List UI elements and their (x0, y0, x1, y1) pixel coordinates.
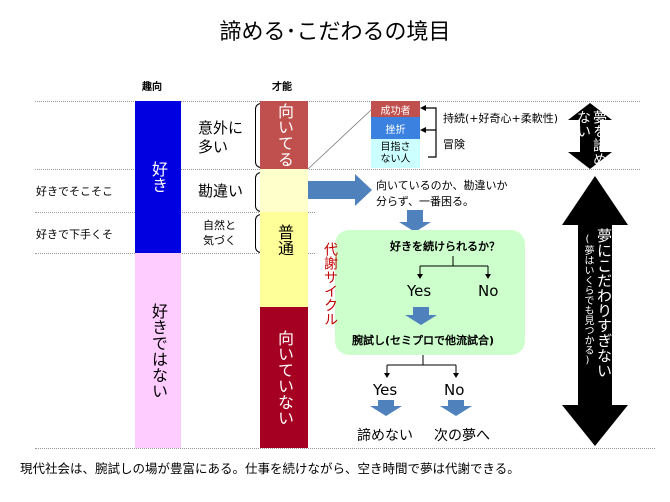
result-no: 次の夢へ (434, 428, 490, 444)
cycle-label: 代謝サイクル (322, 242, 338, 326)
dont-cling-label: 夢にこだわりすぎない (595, 228, 613, 378)
right-arrow-icon (308, 174, 372, 206)
brace (255, 172, 262, 212)
question: 好きを続けられるか？ (390, 240, 500, 253)
down-arrow-icon (405, 307, 437, 325)
dont-give-up-label: 夢を諦めない (575, 110, 607, 166)
yes-1: Yes (407, 282, 432, 300)
note-mistake: 勘違い (198, 182, 244, 200)
result-yes: 諦めない (357, 428, 413, 444)
bar-like: 好き (135, 101, 181, 253)
divider (35, 169, 640, 170)
double-arrow-icon (562, 176, 628, 446)
label-bad: 好きで下手くそ (36, 228, 113, 241)
bar-mistake (260, 169, 308, 212)
cycle-box (335, 230, 525, 355)
box-no-aim: 目指さない人 (371, 139, 420, 168)
divider (35, 101, 640, 102)
confused-text: 向いているのか、勘違いか分らず、一番困る。 (376, 179, 508, 208)
divider (35, 448, 655, 449)
trial: 腕試し(セミプロで他流試合) (352, 334, 495, 347)
brace (255, 103, 262, 168)
note-many: 意外に 多い (198, 119, 244, 156)
down-arrow-icon (440, 400, 472, 416)
bar-dislike: 好きではない (135, 253, 181, 448)
brace (255, 214, 262, 253)
connector-line (307, 109, 372, 170)
double-arrow-icon (568, 103, 612, 169)
down-arrow-icon (399, 210, 431, 232)
dont-cling-note: (夢はいくらでも見つかる) (582, 234, 593, 366)
bar-normal: 普通 (260, 212, 308, 307)
header-talent: 才能 (272, 82, 292, 93)
note-notice: 自然と 気づく (203, 219, 236, 247)
box-success: 成功者 (371, 101, 420, 117)
no-1: No (478, 282, 499, 300)
box-setback: 挫折 (371, 117, 420, 139)
header-preference: 趣向 (142, 82, 162, 93)
no-2: No (444, 381, 465, 399)
yes-2: Yes (373, 381, 398, 399)
footer-text: 現代社会は、腕試しの場が豊富にある。仕事を続けながら、空き時間で夢は代謝できる。 (20, 461, 520, 476)
page-title: 諦める･こだわるの境目 (219, 20, 451, 45)
bar-unsuited: 向いていない (260, 307, 308, 448)
label-soso: 好きでそこそこ (36, 185, 113, 198)
persist-text: 持続(+好奇心+柔軟性) (443, 112, 559, 125)
bar-suited: 向いてる (260, 101, 308, 169)
down-arrow-icon (370, 400, 402, 416)
adventure-text: 冒険 (443, 138, 465, 151)
